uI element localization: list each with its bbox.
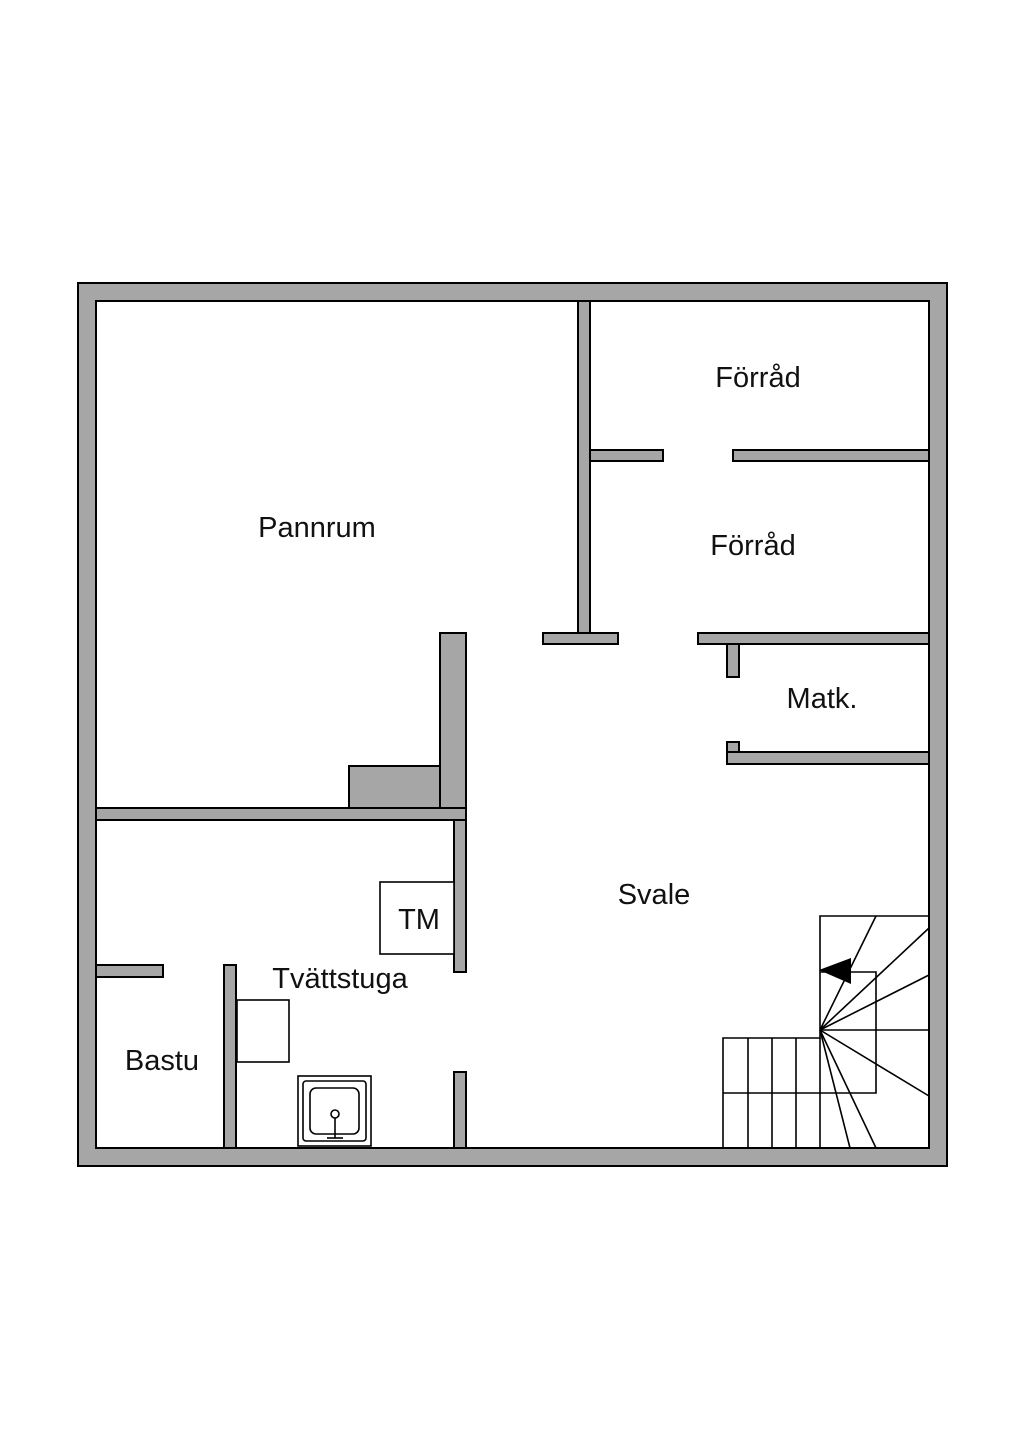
room-label-tvattstuga: Tvättstuga (272, 963, 408, 995)
outer-wall (77, 282, 948, 1167)
counter-box (236, 999, 290, 1063)
room-label-forrad-2: Förråd (710, 530, 795, 562)
interior-walls (95, 300, 930, 1149)
room-label-matk: Matk. (787, 683, 858, 715)
sink-icon (297, 1075, 372, 1147)
room-label-bastu: Bastu (125, 1045, 199, 1077)
tm-box: TM (379, 881, 455, 955)
staircase-icon (722, 915, 930, 1149)
room-label-pannrum: Pannrum (258, 512, 376, 544)
room-label-forrad-1: Förråd (715, 362, 800, 394)
stair-direction-arrow-icon (819, 958, 851, 984)
room-label-svale: Svale (618, 879, 691, 911)
tm-label: TM (398, 904, 440, 936)
